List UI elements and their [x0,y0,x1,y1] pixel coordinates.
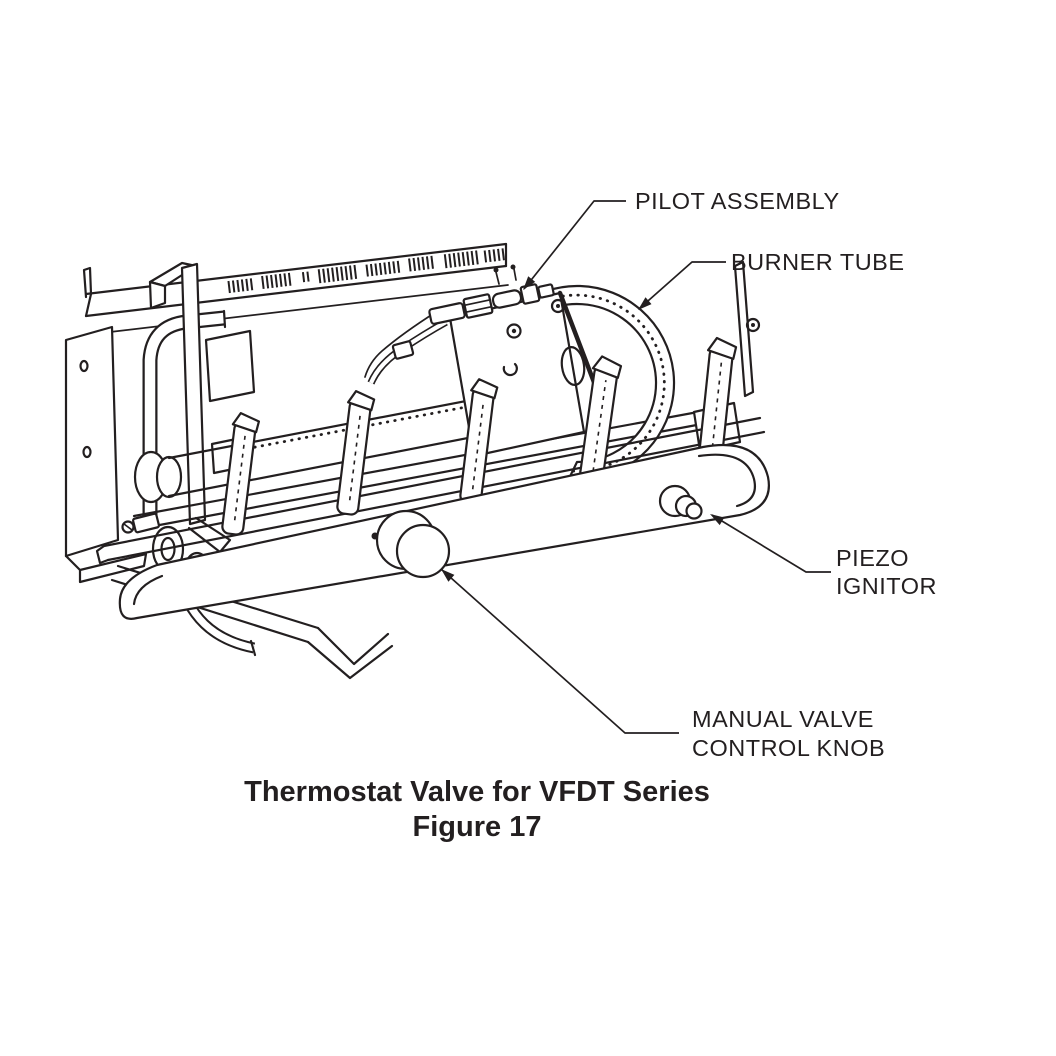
plate-oval-hole [560,346,586,386]
band-right-trim [697,453,756,508]
manual-valve-control-knob [371,509,451,579]
plate-screw [506,323,522,339]
electrode-tip [493,267,499,273]
arrowhead [638,297,652,310]
callout-leaders [440,200,831,734]
ignitor-cap [685,502,703,520]
back-panel-right-edge [733,260,761,398]
screw-slot [123,523,133,531]
grate-bar [95,416,766,565]
electrode-pins [495,268,517,285]
label-manual-valve-line1: MANUAL VALVE [692,706,874,732]
left-mounting-panel [64,325,148,584]
piezo-ignitor-button [658,484,703,520]
rail-left-tab [82,266,93,318]
label-piezo-ignitor-line1: PIEZO [836,545,909,571]
pilot-fitting-cylinder [491,289,523,309]
band-left-trim [132,574,164,606]
label-manual-valve-line2: CONTROL KNOB [692,735,885,761]
panel-hole [82,445,92,459]
bolt-center [751,323,755,327]
panel-slot [204,329,256,403]
bracket-strip [180,262,207,526]
tube-cut-end [249,639,257,657]
grate-left-hook [95,544,110,565]
pilot-fitting-cylinder [428,302,466,325]
pilot-assembly [364,264,555,385]
plate-screw-center [511,328,517,334]
bracket-foot [187,516,232,554]
front-cover-band [118,443,770,620]
wire-clip [502,362,518,377]
pilot-nut [519,283,541,305]
electrode-tip [510,264,516,270]
leader-piezo-ignitor [711,514,831,573]
arrowhead [710,514,725,526]
log-support-pin [336,390,376,516]
panel-base-flange [64,552,148,584]
left-panel-face [64,325,120,558]
figure-number: Figure 17 [413,811,542,843]
leader-manual-valve [440,568,679,734]
label-burner-tube: BURNER TUBE [731,249,905,275]
plate-screw-center [556,304,560,308]
pilot-hood [537,283,555,299]
tube-union-nut [391,340,415,360]
tube-end-cut [222,309,227,329]
thermocouple-line [364,311,437,378]
rail-bottom-edge [84,264,508,318]
burner-ports-hatching [227,248,505,294]
plate-screw [550,298,566,314]
bracket-cap-face [148,280,167,310]
figure-caption-title: Thermostat Valve for VFDT Series [244,776,710,808]
log-support-pin [459,378,499,505]
v-bracket [306,626,394,680]
arrowhead [441,569,455,582]
bolt-head [745,317,761,333]
log-support-pin [221,412,261,536]
label-pilot-assembly: PILOT ASSEMBLY [635,188,840,214]
panel-hole [79,359,89,373]
arrowhead [523,276,536,290]
pilot-hex-nut [462,293,494,319]
knob-face [395,523,451,579]
leader-burner-tube [639,261,726,309]
burner-end-cap [155,455,183,499]
rail-top-edge [84,242,508,296]
label-piezo-ignitor-line2: IGNITOR [836,573,937,599]
leader-pilot-assembly [523,200,626,290]
band-outline [118,443,770,620]
burner-port-dots [238,390,547,452]
